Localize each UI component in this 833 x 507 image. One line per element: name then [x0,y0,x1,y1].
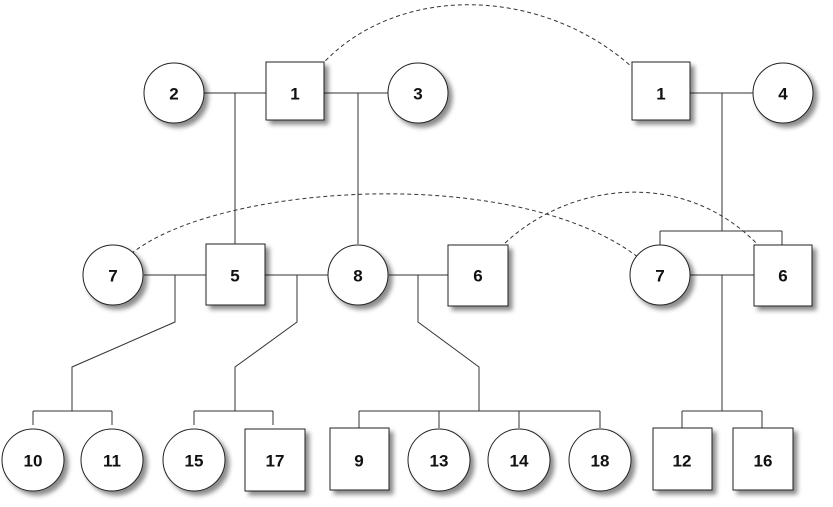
label-node-8: 8 [353,267,362,286]
label-node-9: 9 [354,452,363,471]
descent-line-to-15-17 [193,275,298,425]
node-7-female [82,244,144,306]
node-11-female [80,428,144,492]
nodes [1,61,814,492]
label-node-13: 13 [430,452,449,471]
node-4-female [752,62,814,124]
node-1-male-duplicate [631,61,691,121]
node-16-male [732,427,794,491]
descent-line-to-10-11 [32,275,176,425]
node-7-female-duplicate [629,244,691,306]
family-connectors [32,92,783,428]
label-node-7: 7 [108,267,117,286]
node-9-male [329,427,390,491]
identity-links [112,4,783,276]
label-node-2: 2 [169,85,178,104]
label-node-17: 17 [266,452,285,471]
label-node-3: 3 [413,85,422,104]
node-5-male [205,243,266,306]
node-15-female [162,428,226,492]
node-1-male [265,61,325,121]
label-node-14: 14 [510,452,529,471]
node-13-female [407,428,471,492]
node-14-female [487,428,551,492]
label-node-16: 16 [754,452,773,471]
descent-line-to-7-6 [659,93,783,245]
node-17-male [244,428,306,492]
node-8-female [327,244,389,306]
label-node-6: 6 [473,267,482,286]
label-node-4: 4 [778,85,788,104]
label-node-1: 1 [290,85,299,104]
node-6-male-duplicate [753,244,813,307]
label-node-15: 15 [185,452,204,471]
node-labels: 2 1 3 1 4 7 5 8 6 7 6 10 11 15 17 9 13 1… [24,85,789,471]
node-2-female [143,62,205,124]
node-10-female [1,428,65,492]
node-12-male [652,427,713,491]
descent-line-to-9-13-14-18 [358,275,601,428]
label-node-1-duplicate: 1 [656,85,665,104]
label-node-18: 18 [591,452,610,471]
node-6-male [447,244,509,307]
label-node-6-duplicate: 6 [778,267,787,286]
identity-link-6 [477,191,783,276]
label-node-11: 11 [103,452,121,471]
identity-link-1 [299,4,659,95]
label-node-10: 10 [24,452,43,471]
descent-line-to-12-16 [681,275,763,428]
node-3-female [387,62,449,124]
label-node-5: 5 [230,267,239,286]
label-node-7-duplicate: 7 [655,267,664,286]
label-node-12: 12 [673,452,692,471]
identity-link-7 [112,193,659,276]
node-18-female [568,428,632,492]
